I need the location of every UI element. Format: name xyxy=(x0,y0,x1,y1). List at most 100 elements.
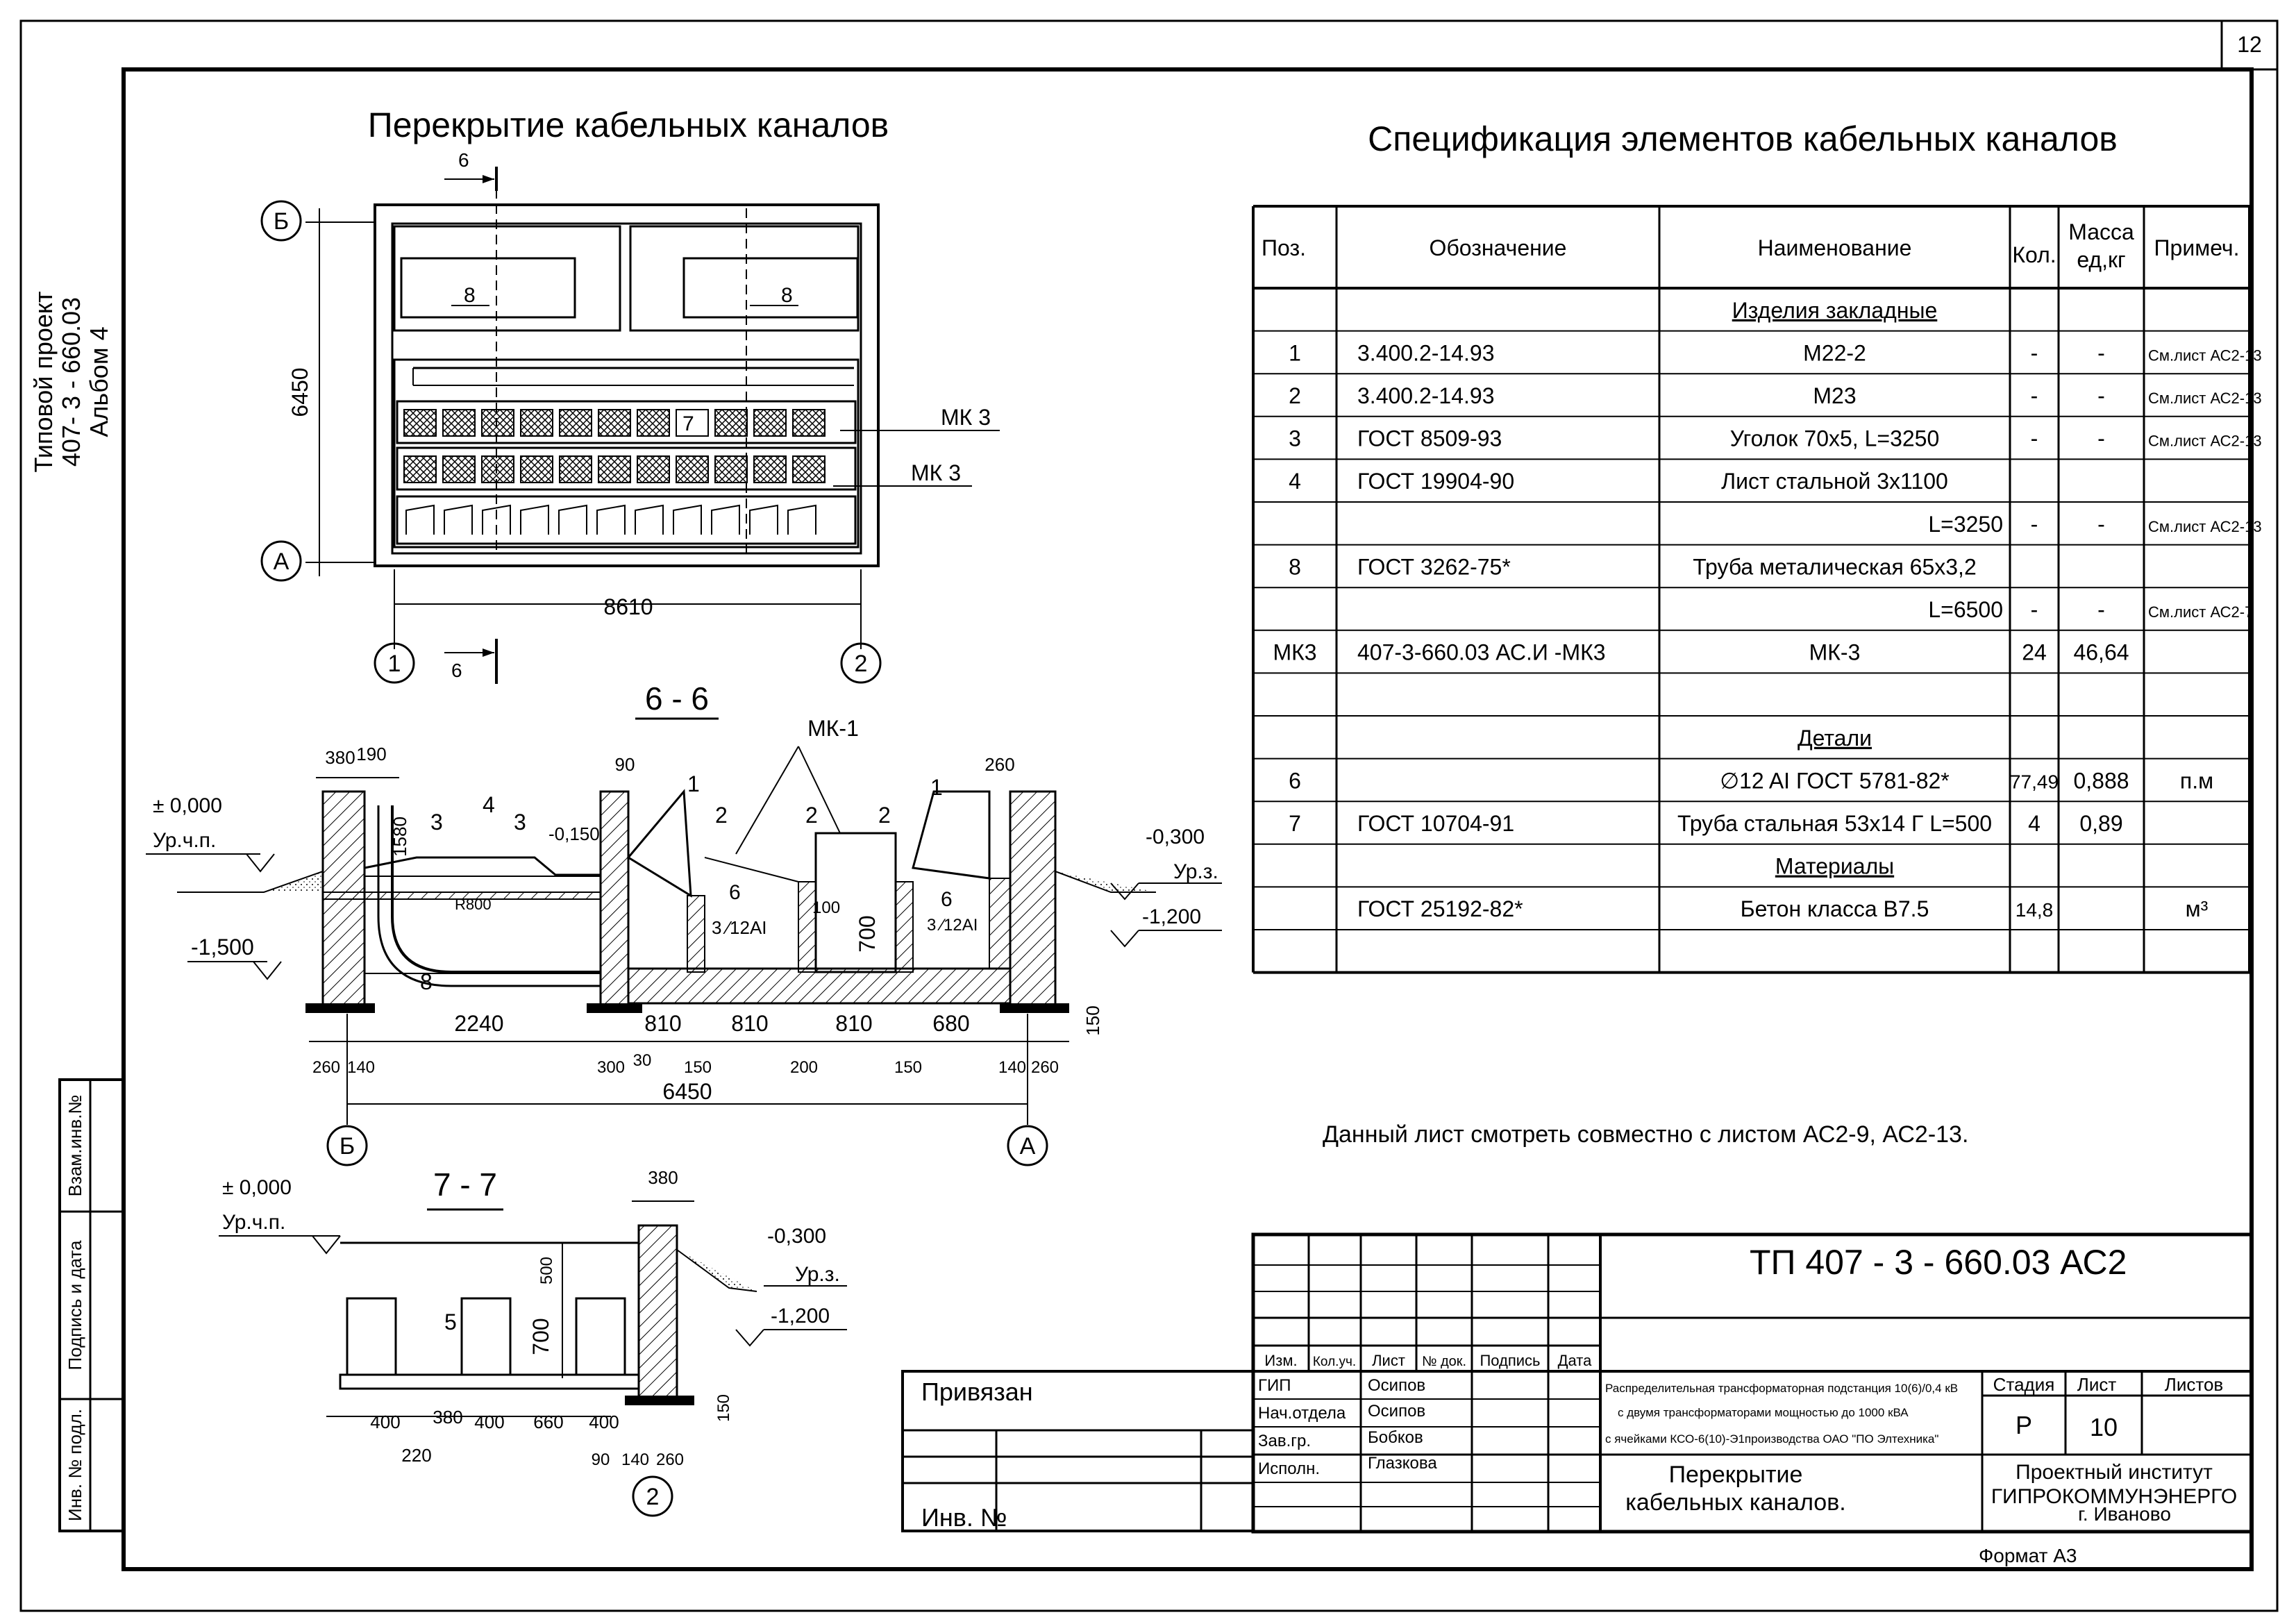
left-strip-label-3: Инв. № подл. xyxy=(65,1409,85,1521)
section-66-small-200: 200 xyxy=(790,1058,818,1077)
spec-row-14-name: Материалы xyxy=(1775,854,1894,879)
col-head-kol: Кол.уч. xyxy=(1313,1355,1356,1369)
spec-row-4-pos: 3 xyxy=(1289,426,1301,451)
section-77-level-ground: Ур.з. xyxy=(795,1263,840,1286)
section-66-title: 6 - 6 xyxy=(645,680,709,717)
section-66-pos-3b: 3 xyxy=(514,810,526,835)
side-stamp: Типовой проект 407- 3 - 660.03 Альбом 4 xyxy=(29,291,113,472)
binding-label: Привязан xyxy=(921,1378,1033,1406)
spec-row-8-qty: - xyxy=(2031,597,2038,622)
project-line-3: с ячейками КСО-6(10)-Э1производства ОАО … xyxy=(1605,1432,1938,1446)
spec-row-7-designation: ГОСТ 3262-75* xyxy=(1357,554,1511,579)
section-77-title: 7 - 7 xyxy=(433,1166,497,1203)
section-66-axis-a-bubble xyxy=(1007,1125,1048,1166)
spec-row-15-qty: 14,8 xyxy=(2016,899,2054,921)
section-66-level-m1500: -1,500 xyxy=(191,935,254,960)
section-77-dim-400a: 400 xyxy=(370,1412,400,1432)
section-66-pos-6a: 6 xyxy=(729,881,741,904)
section-66-small-150a: 150 xyxy=(684,1058,712,1077)
spec-row-1-name: Изделия закладные xyxy=(1732,298,1938,323)
spec-row-15-designation: ГОСТ 25192-82* xyxy=(1357,896,1523,921)
section-66-dim-260: 260 xyxy=(984,754,1014,775)
section-77-level-floor: Ур.ч.п. xyxy=(222,1211,285,1234)
spec-row-5-designation: ГОСТ 19904-90 xyxy=(1357,469,1514,494)
plan-axis-2: 2 xyxy=(855,651,868,677)
section-77-dim-150: 150 xyxy=(714,1394,733,1422)
sheet-number-box xyxy=(2220,19,2279,71)
org-line-1: Проектный институт xyxy=(2016,1461,2213,1484)
section-66-pos-8: 8 xyxy=(420,969,433,994)
plan-axis-a-bubble xyxy=(260,540,302,582)
spec-row-2-qty: - xyxy=(2031,340,2038,365)
spec-row-7-pos: 8 xyxy=(1289,554,1301,579)
section-66-level-m0300: -0,300 xyxy=(1146,826,1205,848)
section-66-level-floor: Ур.ч.п. xyxy=(153,829,216,852)
section-66-small-140a: 140 xyxy=(347,1058,375,1077)
section-66-pos-4: 4 xyxy=(483,792,495,817)
role-nach: Нач.отдела xyxy=(1258,1404,1346,1423)
format-label: Формат А3 xyxy=(1979,1545,2077,1566)
spec-head-name: Наименование xyxy=(1758,235,1912,260)
side-stamp-line-1: Типовой проект xyxy=(29,291,58,472)
inner-frame xyxy=(121,67,2254,1571)
note-text: Данный лист смотреть совместно с листом … xyxy=(1323,1121,1968,1148)
section-77-axis-2: 2 xyxy=(646,1484,660,1510)
sheet-number: 12 xyxy=(2237,32,2262,57)
outer-frame xyxy=(19,19,2279,1612)
section-66-axis-b: Б xyxy=(340,1133,355,1160)
spec-row-6-name: L=3250 xyxy=(1928,512,2003,537)
plan-axis-1: 1 xyxy=(388,651,401,677)
spec-row-12-pos: 6 xyxy=(1289,768,1301,793)
section-66-pos-2c: 2 xyxy=(878,803,891,828)
plan-section-mark-bottom: 6 xyxy=(451,660,462,681)
spec-head-qty: Кол. xyxy=(2012,242,2056,267)
plan-axis-2-bubble xyxy=(840,642,882,684)
role-gip: ГИП xyxy=(1258,1376,1291,1395)
spec-row-9-designation: 407-3-660.03 АС.И -МК3 xyxy=(1357,640,1606,665)
drawing-title-1: Перекрытие xyxy=(1669,1462,1803,1488)
role-isp: Исполн. xyxy=(1258,1459,1320,1478)
spec-row-3-designation: 3.400.2-14.93 xyxy=(1357,383,1495,408)
col-head-sign: Подпись xyxy=(1480,1352,1540,1369)
sheets-head: Листов xyxy=(2165,1374,2223,1395)
plan-pipe-label-left: 8 xyxy=(464,284,476,307)
section-66-small-140b: 140 xyxy=(998,1058,1026,1077)
section-77-dim-700: 700 xyxy=(528,1318,553,1355)
stage-value: Р xyxy=(2016,1411,2032,1439)
section-66-pos-6b: 6 xyxy=(941,888,953,911)
spec-row-7-name: Труба металическая 65х3,2 xyxy=(1693,554,1976,579)
sheet-head: Лист xyxy=(2077,1374,2117,1395)
section-77-dim-220: 220 xyxy=(401,1445,431,1466)
binding-inv: Инв. № xyxy=(921,1503,1007,1532)
project-line-1: Распределительная трансформаторная подст… xyxy=(1605,1382,1958,1395)
section-66-bottom-810b: 810 xyxy=(731,1011,768,1036)
spec-row-4-qty: - xyxy=(2031,426,2038,451)
section-66-level-m1200: -1,200 xyxy=(1142,905,1201,928)
spec-head-designation: Обозначение xyxy=(1430,235,1567,260)
spec-row-4-name: Уголок 70х5, L=3250 xyxy=(1730,426,1940,451)
spec-row-9-qty: 24 xyxy=(2022,640,2047,665)
name-gip: Осипов xyxy=(1368,1376,1425,1395)
plan-title: Перекрытие кабельных каналов xyxy=(368,106,889,144)
section-66-rebar-label-b: 3 ⁄12AI xyxy=(927,916,978,935)
section-66-dim-1580: 1580 xyxy=(389,817,410,857)
spec-row-8-name: L=6500 xyxy=(1928,597,2003,622)
section-66-pos-1b: 1 xyxy=(930,775,943,800)
col-head-izm: Изм. xyxy=(1264,1352,1297,1369)
plan-mesh-cells xyxy=(403,409,826,483)
section-77-level-zero: ± 0,000 xyxy=(222,1176,292,1199)
sheet-no-value: 10 xyxy=(2090,1413,2118,1441)
spec-row-6-qty: - xyxy=(2031,512,2038,537)
spec-row-3-name: М23 xyxy=(1813,383,1856,408)
section-77-axis-2-bubble xyxy=(632,1475,673,1517)
spec-head-mass-2: ед,кг xyxy=(2077,247,2125,272)
plan-drawing: 7 8 8 МК 3 МК 3 64 xyxy=(260,149,1000,684)
section-66-pos-2b: 2 xyxy=(805,803,818,828)
plan-section-mark-top: 6 xyxy=(458,149,469,171)
org-line-3: г. Иваново xyxy=(2078,1503,2171,1525)
spec-row-2-note: См.лист АС2-13 xyxy=(2148,346,2262,364)
spec-row-2-mass: - xyxy=(2097,340,2105,365)
stage-head: Стадия xyxy=(1993,1374,2055,1395)
spec-row-9-pos: МК3 xyxy=(1273,640,1316,665)
spec-row-3-mass: - xyxy=(2097,383,2105,408)
